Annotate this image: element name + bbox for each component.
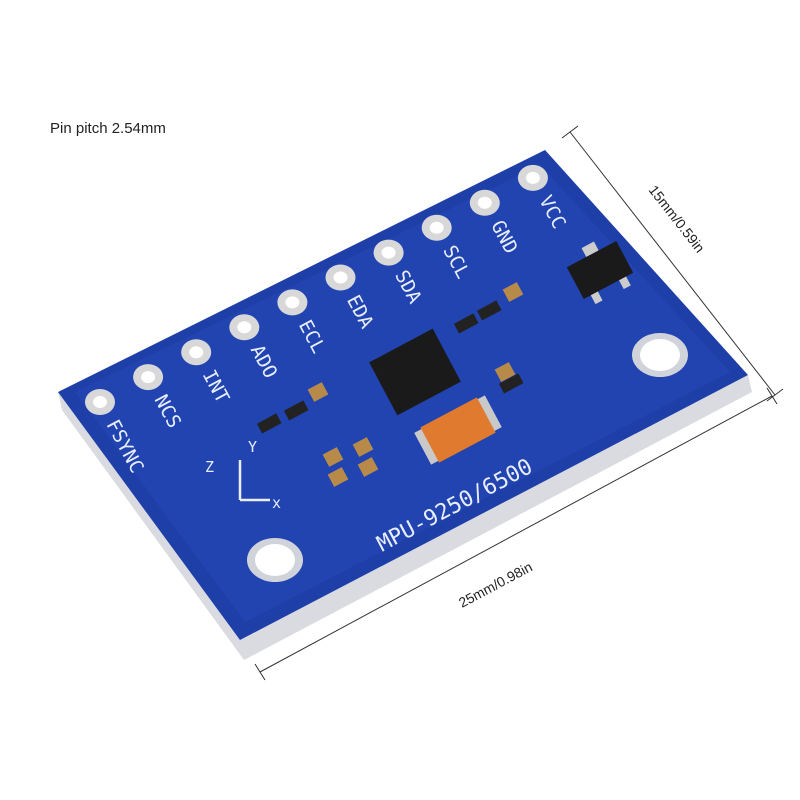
voltage-regulator: [566, 240, 634, 305]
axis-marker: [238, 460, 270, 502]
pin-pad-int: [181, 339, 212, 366]
pin-pad-ncs: [133, 364, 164, 391]
pin-pad-ado: [229, 314, 260, 341]
pin-pad-fsync: [85, 389, 115, 415]
pin-pad-ecl: [277, 289, 308, 316]
pin-pad-eda: [325, 264, 356, 291]
mounting-hole: [247, 538, 303, 582]
tantalum-capacitor: [414, 395, 502, 465]
width-dimension-label: 15mm/0.59in: [646, 182, 708, 256]
axis-z-label: Z: [205, 458, 214, 476]
pin-pad-sda: [373, 239, 404, 266]
pin-pad-vcc: [517, 164, 548, 191]
axis-y-label: Y: [248, 438, 257, 456]
pin-pad-scl: [421, 214, 452, 241]
resistors: [256, 300, 524, 434]
pin-pitch-label: Pin pitch 2.54mm: [50, 120, 166, 137]
axis-x-label: x: [272, 494, 281, 512]
length-dimension-line: [254, 387, 778, 681]
length-dimension-label: 25mm/0.98in: [456, 559, 535, 611]
width-dimension-line: [561, 125, 784, 402]
pin-pad-gnd: [469, 189, 500, 216]
mounting-hole: [632, 333, 688, 377]
passive-components: [307, 282, 524, 487]
pin-header: [85, 164, 548, 415]
imu-chip: [369, 328, 461, 416]
